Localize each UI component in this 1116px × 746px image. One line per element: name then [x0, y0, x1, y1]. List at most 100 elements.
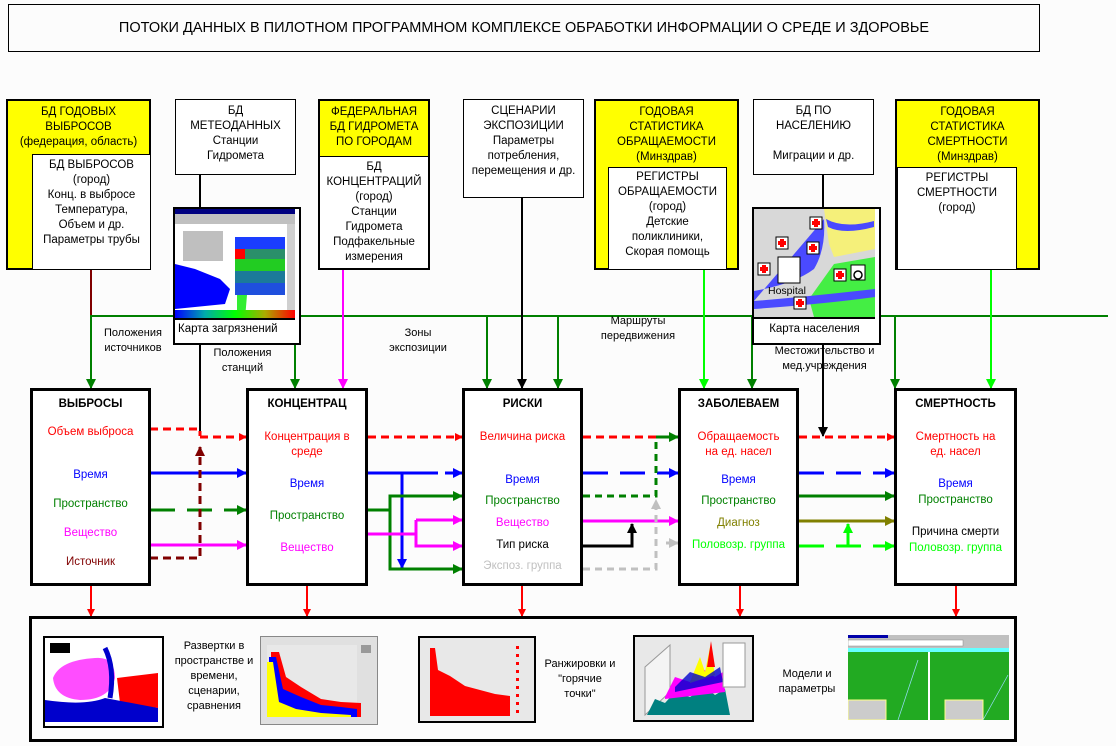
process-row: Пространство: [53, 498, 128, 510]
source-line: измерения: [345, 251, 403, 263]
source-header-line: СТАТИСТИКА: [930, 121, 1005, 133]
process-row: Пространство: [701, 495, 776, 507]
annual-mortality-stats: ГОДОВАЯ СТАТИСТИКА СМЕРТНОСТИ (Минздрав)…: [895, 99, 1040, 270]
source-header-line: СТАТИСТИКА: [629, 121, 704, 133]
population-db: БД ПО НАСЕЛЕНИЮ Миграции и др.: [753, 99, 874, 175]
source-line: Объем и др.: [58, 219, 125, 231]
source-line: (город): [355, 191, 393, 203]
process-emissions: ВЫБРОСЫ Объем выброса Время Пространство…: [30, 388, 151, 586]
population-map: Hospital Карта населения: [752, 207, 881, 345]
process-row: Концентрация в: [264, 431, 350, 443]
source-line: МЕТЕОДАННЫХ: [190, 120, 281, 132]
flow-label-line: мед.учреждения: [782, 360, 867, 372]
source-line: Параметры трубы: [43, 234, 140, 246]
output-caption-scans: Развертки в пространстве и времени, сцен…: [165, 639, 263, 714]
source-header-line: БД ГОДОВЫХ: [40, 106, 117, 118]
label-station-positions: Положения станций: [205, 346, 280, 376]
source-line: перемещения и др.: [471, 165, 576, 177]
output-area-chart-thumbnail: [260, 636, 378, 725]
source-line: Конц. в выбросе: [47, 189, 136, 201]
process-row: Объем выброса: [47, 426, 134, 438]
process-row: Экспоз. группа: [483, 560, 562, 572]
process-mortality: СМЕРТНОСТЬ Смертность на ед. насел Время…: [894, 388, 1017, 586]
process-row: Вещество: [495, 517, 550, 529]
process-row: Вещество: [280, 542, 334, 554]
output-arrows: [87, 586, 960, 617]
source-line: поликлиники,: [631, 231, 704, 243]
process-row: Пространство: [918, 494, 993, 506]
process-row: Половозр. группа: [691, 539, 785, 551]
process-risks: РИСКИ Величина риска Время Пространство …: [462, 388, 583, 586]
source-header-line: СМЕРТНОСТИ: [927, 136, 1008, 148]
process-title: ЗАБОЛЕВАЕМ: [697, 398, 780, 410]
process-row: Время: [721, 474, 756, 486]
source-line: СЦЕНАРИИ: [491, 105, 556, 117]
output-caption-line: "горячие: [558, 673, 602, 685]
process-row: ед. насел: [930, 446, 981, 458]
flow-label-line: Зоны: [404, 327, 432, 339]
output-caption-line: Модели и: [782, 668, 832, 680]
mortality-registers: РЕГИСТРЫ СМЕРТНОСТИ (город): [897, 167, 1017, 270]
label-exposure-zones: Зоны экспозиции: [378, 326, 458, 356]
flow-label-line: Маршруты: [610, 315, 666, 327]
concentration-to-risk-flows: [368, 433, 463, 574]
process-row: Смертность на: [915, 431, 996, 443]
city-emissions-db: БД ВЫБРОСОВ (город) Конц. в выбросе Темп…: [32, 154, 151, 270]
process-row: Время: [938, 478, 973, 490]
source-line: Станции: [212, 135, 259, 147]
output-caption-line: Ранжировки и: [544, 658, 616, 670]
flow-label-line: станций: [221, 362, 264, 374]
pollution-color-scale: [175, 310, 295, 318]
pollution-map: Карта загрязнений: [173, 207, 301, 345]
process-morbidity: ЗАБОЛЕВАЕМ Обращаемость на ед. насел Вре…: [678, 388, 799, 586]
annual-emissions-db: БД ГОДОВЫХ ВЫБРОСОВ (федерация, область)…: [6, 99, 151, 270]
process-title: ВЫБРОСЫ: [58, 398, 123, 410]
city-concentration-db: БД КОНЦЕНТРАЦИЙ (город) Станции Гидромет…: [320, 156, 428, 265]
source-line: БД: [366, 161, 382, 173]
emissions-to-concentration-flows: [150, 427, 247, 560]
meteo-db: БД МЕТЕОДАННЫХ Станции Гидромета: [175, 99, 296, 175]
output-models-thumbnail: [847, 635, 1009, 721]
flow-label-line: Положения: [104, 327, 162, 339]
source-line: Параметры: [492, 135, 555, 147]
source-header-line: ФЕДЕРАЛЬНАЯ: [330, 106, 418, 118]
diagram-title-text: ПОТОКИ ДАННЫХ В ПИЛОТНОМ ПРОГРАММНОМ КОМ…: [118, 20, 930, 36]
source-header-line: (Минздрав): [937, 151, 998, 163]
output-3d-chart-image: [644, 641, 746, 717]
output-caption-line: времени,: [190, 670, 238, 682]
output-caption-line: пространстве и: [174, 655, 254, 667]
flow-label-line: Местожительство и: [774, 345, 875, 357]
source-header-line: БД ГИДРОМЕТА: [329, 121, 419, 133]
source-header-line: ОБРАЩАЕМОСТИ: [617, 136, 716, 148]
source-line: НАСЕЛЕНИЮ: [775, 120, 852, 132]
outputs-panel: Развертки в пространстве и времени, сцен…: [29, 616, 1017, 742]
flow-label-line: источников: [104, 342, 162, 354]
flow-volume: [150, 427, 202, 436]
source-line: Гидромета: [207, 150, 264, 162]
process-row: Причина смерти: [911, 526, 1000, 538]
morbidity-to-mortality-flows: [799, 433, 895, 551]
process-row: Время: [505, 474, 540, 486]
population-map-caption: Карта населения: [754, 317, 875, 339]
output-caption-rankings: Ранжировки и "горячие точки": [539, 657, 621, 702]
output-caption-line: Развертки в: [183, 640, 245, 652]
source-line: КОНЦЕНТРАЦИЙ: [326, 176, 422, 188]
source-header-line: (Минздрав): [636, 151, 697, 163]
source-line: Температура,: [55, 204, 128, 216]
process-row: Диагноз: [717, 517, 760, 529]
source-line: Миграции и др.: [772, 150, 855, 162]
output-area-chart-image: [267, 645, 371, 717]
exposure-scenarios: СЦЕНАРИИ ЭКСПОЗИЦИИ Параметры потреблени…: [463, 99, 584, 198]
process-concentration: КОНЦЕНТРАЦ Концентрация в среде Время Пр…: [246, 388, 368, 586]
source-header-line: ПО ГОРОДАМ: [335, 136, 413, 148]
process-title: КОНЦЕНТРАЦ: [267, 398, 347, 410]
output-map-thumbnail: [43, 636, 164, 728]
process-row: среде: [291, 446, 323, 458]
flow-label-line: экспозиции: [389, 342, 447, 354]
process-row: Пространство: [485, 495, 560, 507]
process-row: Обращаемость: [697, 431, 780, 443]
process-row: Время: [289, 478, 325, 490]
output-ranking-chart-thumbnail: [418, 636, 536, 723]
source-header-line: ГОДОВАЯ: [639, 106, 694, 118]
process-row: Источник: [65, 556, 116, 568]
